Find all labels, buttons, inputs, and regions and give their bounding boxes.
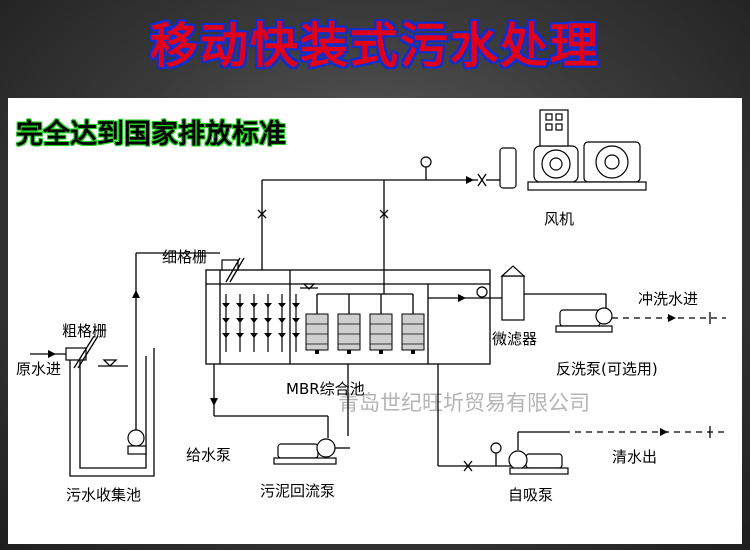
micro-filter [428,265,542,321]
label-mbr-tank: MBR综合池 [286,380,365,398]
label-raw-water-in: 原水进 [16,360,61,378]
collection-tank [69,348,155,477]
label-coarse-screen: 粗格栅 [62,322,107,340]
label-collection-tank: 污水收集池 [66,486,141,504]
label-fan: 风机 [544,210,574,228]
fine-screen [221,257,245,283]
label-self-priming-pump: 自吸泵 [508,486,553,504]
mbr-tank [205,257,491,365]
coarse-screen [65,335,99,369]
diagram-panel: 青岛世纪旺圻贸易有限公司 [8,98,742,544]
label-clean-water-out: 清水出 [612,448,657,466]
page-title: 移动快装式污水处理 [149,18,600,74]
raw-water-inlet [30,350,66,358]
blower-fan-unit [486,109,647,191]
feed-pump-icon [127,252,220,455]
clean-water-pipes [437,364,516,472]
subtitle: 完全达到国家排放标准 [16,119,286,150]
self-priming-pump-icon [508,426,726,475]
label-feed-pump: 给水泵 [186,446,231,464]
membrane-modules [305,293,425,354]
air-pipes [257,156,487,294]
sludge-return-pipes [210,364,349,438]
label-sludge-return-pump: 污泥回流泵 [260,482,335,500]
backwash-pump [542,293,726,333]
label-fine-screen: 细格栅 [162,248,207,266]
watermark: 青岛世纪旺圻贸易有限公司 [338,391,590,415]
label-micro-filter: 微滤器 [492,330,537,348]
label-flush-water-in: 冲洗水进 [638,290,698,308]
label-backwash-pump: 反洗泵(可选用) [556,360,658,378]
process-diagram: 青岛世纪旺圻贸易有限公司 [16,109,726,504]
sludge-return-pump-icon [273,438,350,465]
